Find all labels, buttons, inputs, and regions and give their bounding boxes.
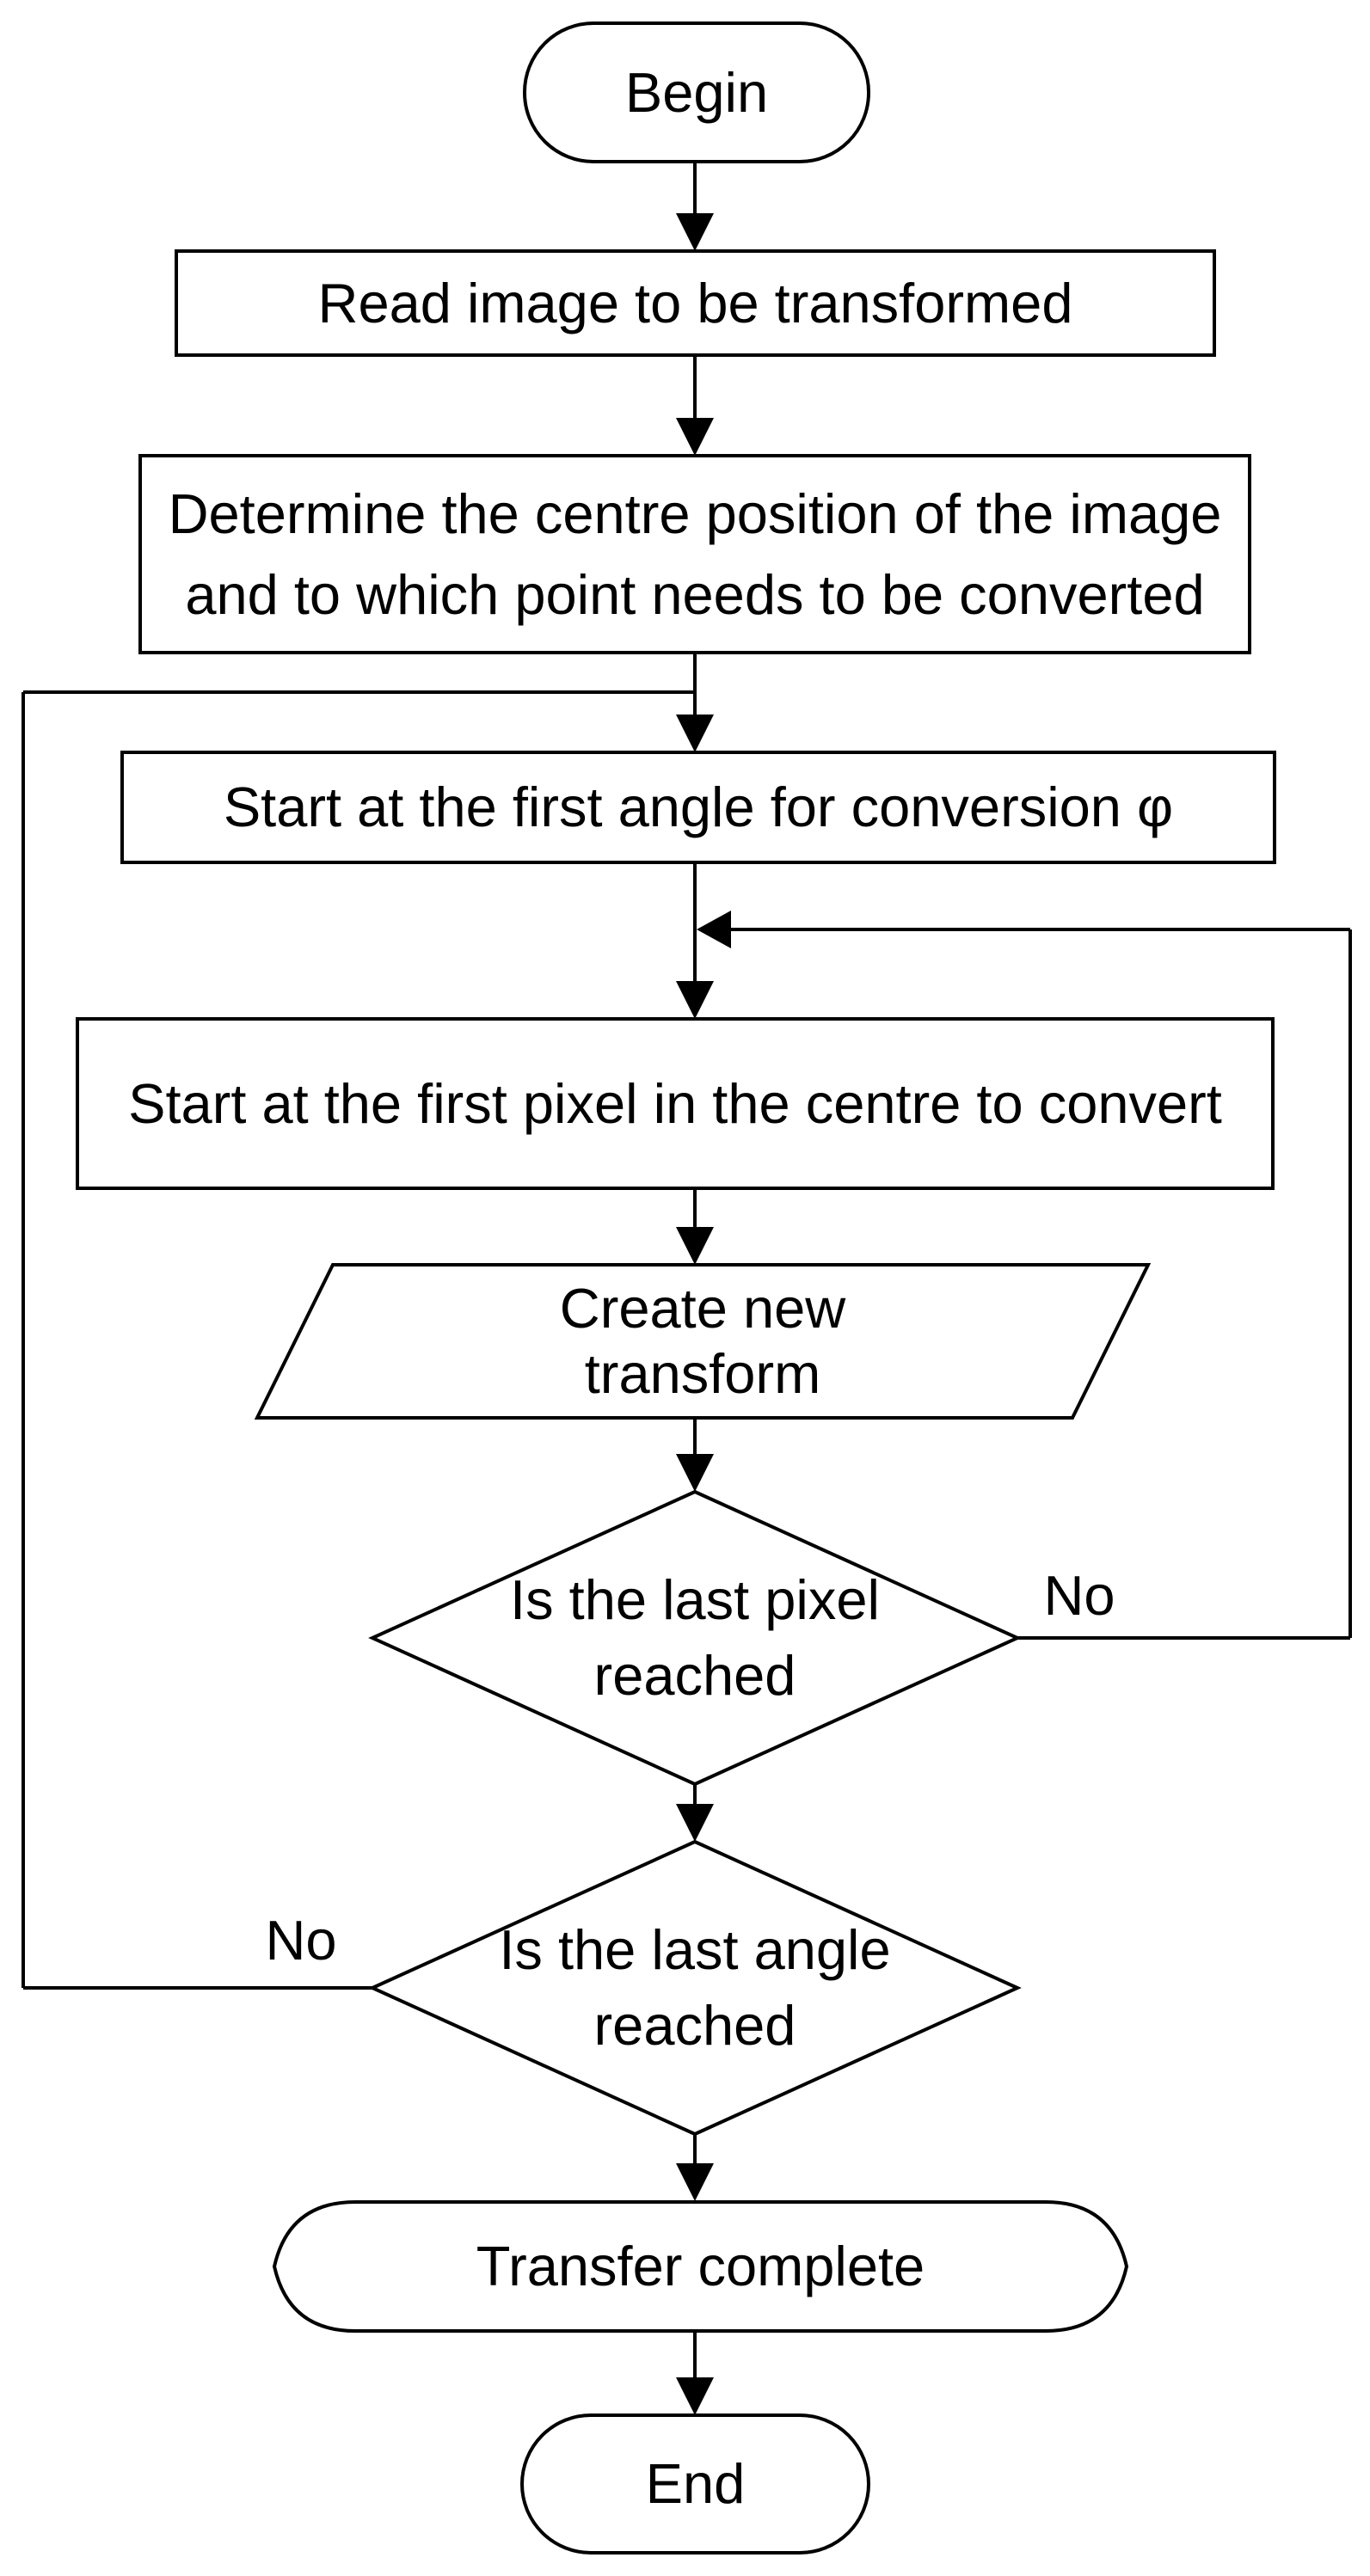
last-angle-decision-diamond-shape bbox=[368, 1839, 1022, 2137]
last-pixel-decision-diamond-shape bbox=[368, 1489, 1022, 1787]
no-label-angle-loop: No bbox=[265, 1909, 337, 1972]
arrowhead-into-first-pixel bbox=[676, 981, 714, 1019]
no-label-pixel-loop: No bbox=[1043, 1564, 1115, 1627]
arrowhead-into-transfer-complete bbox=[676, 2163, 714, 2201]
arrowhead-into-create-transform bbox=[676, 1227, 714, 1265]
first-angle-process-shape bbox=[120, 751, 1276, 864]
arrowhead-into-angle-decision bbox=[676, 1804, 714, 1842]
read-image-node-label: Read image to be transformed bbox=[317, 271, 1073, 334]
begin-terminator-shape bbox=[523, 21, 870, 163]
create-transform-parallelogram-shape bbox=[254, 1263, 1152, 1420]
last-pixel-decision-node-label: Is the last pixel reached bbox=[510, 1568, 880, 1707]
arrowhead-into-end bbox=[676, 2377, 714, 2415]
first-angle-node-label: Start at the first angle for conversion … bbox=[223, 776, 1174, 838]
arrowhead-into-determine bbox=[676, 418, 714, 456]
begin-node-label: Begin bbox=[624, 60, 769, 124]
arrowhead-into-first-angle bbox=[676, 715, 714, 752]
transfer-complete-node-label: Transfer complete bbox=[476, 2235, 925, 2297]
first-pixel-node-label: Start at the first pixel in the centre t… bbox=[128, 1071, 1222, 1135]
arrowhead-pixel-loop-left bbox=[697, 911, 731, 948]
create-transform-node-label: Create new transform bbox=[559, 1277, 846, 1405]
last-angle-decision-node-label: Is the last angle reached bbox=[499, 1918, 891, 2057]
first-pixel-process-shape bbox=[76, 1017, 1275, 1190]
determine-centre-node-label: Determine the centre position of the ima… bbox=[168, 481, 1222, 626]
read-image-process-shape bbox=[175, 249, 1216, 357]
end-node-label: End bbox=[645, 2452, 746, 2515]
arrowhead-into-read bbox=[676, 213, 714, 251]
end-terminator-shape bbox=[520, 2413, 870, 2555]
transfer-complete-terminator-shape bbox=[272, 2200, 1129, 2333]
arrowhead-into-pixel-decision bbox=[676, 1454, 714, 1492]
